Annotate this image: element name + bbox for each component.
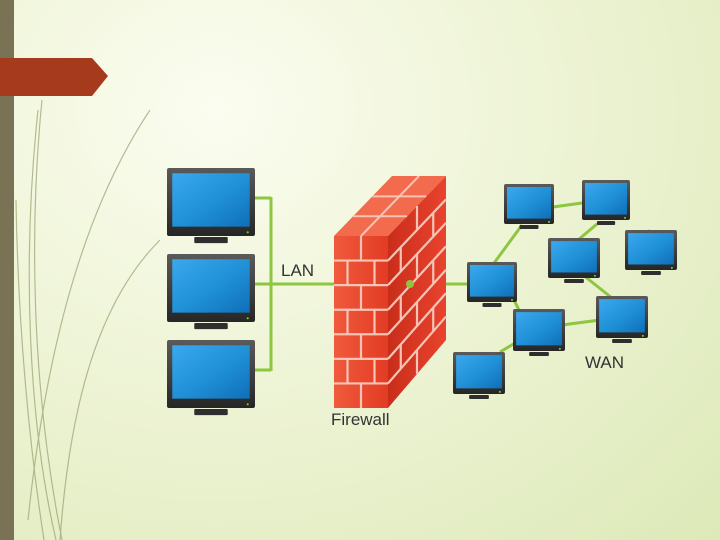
monitor-icon (167, 340, 255, 416)
wan-monitor-7 (513, 309, 565, 356)
monitor-icon (467, 262, 517, 307)
lan-monitors (167, 168, 255, 416)
monitor-icon (167, 168, 255, 244)
monitor-icon (582, 180, 630, 225)
monitor-icon (596, 296, 648, 343)
title-tab (0, 58, 108, 96)
firewall-side-mortar (387, 198, 447, 385)
firewall-port (406, 280, 414, 288)
firewall-label: Firewall (331, 410, 390, 429)
monitor-icon (513, 309, 565, 356)
wan-monitor-6 (596, 296, 648, 343)
firewall-front (334, 236, 388, 408)
lan-label: LAN (281, 261, 314, 280)
decorative-swooshes (15, 99, 161, 540)
monitor-icon (167, 254, 255, 330)
monitor-icon (504, 184, 554, 229)
wan-monitor-2 (582, 180, 630, 225)
wan-monitors (453, 180, 677, 399)
wan-monitor-3 (625, 230, 677, 275)
firewall-top-mortar (353, 175, 427, 237)
monitor-icon (625, 230, 677, 275)
lan-monitor-1 (167, 168, 255, 244)
wan-monitor-5 (467, 262, 517, 307)
lan-monitor-2 (167, 254, 255, 330)
wan-monitor-4 (548, 238, 600, 283)
brick-wall-icon (334, 175, 447, 408)
firewall-side (388, 176, 446, 408)
lan-links (254, 196, 334, 372)
wan-label: WAN (585, 353, 624, 372)
wan-monitor-8 (453, 352, 505, 399)
wan-monitor-1 (504, 184, 554, 229)
monitor-icon (548, 238, 600, 283)
left-accent-bar (0, 0, 14, 540)
monitor-icon (453, 352, 505, 399)
lan-monitor-3 (167, 340, 255, 416)
firewall-front-mortar (334, 236, 388, 408)
